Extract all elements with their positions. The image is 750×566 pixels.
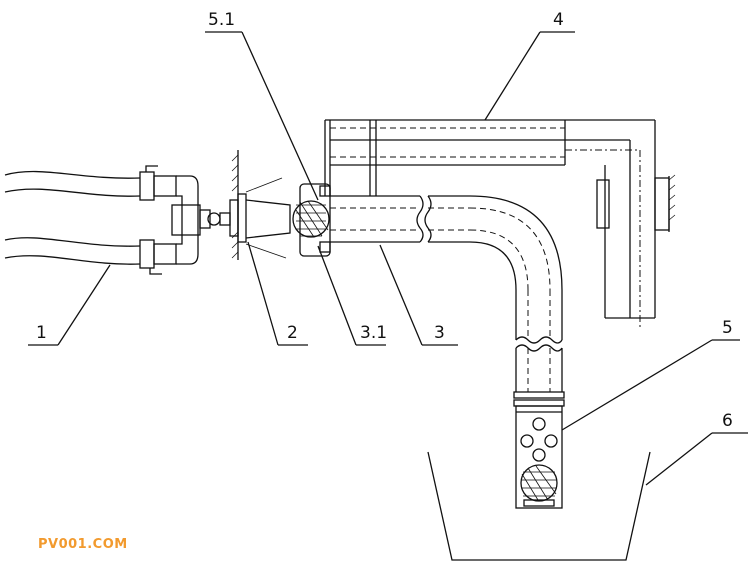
hose-assembly-1 [4,165,231,275]
tank-6 [427,451,651,561]
label-3-1: 3.1 [360,323,387,343]
leader-lines [28,31,748,486]
label-3: 3 [434,323,445,343]
label-6: 6 [722,411,733,431]
label-2: 2 [287,323,298,343]
label-1: 1 [36,323,47,343]
pipe-3 [330,195,565,407]
watermark-text: PV001.COM [38,537,128,552]
nozzle-head-5 [515,405,563,509]
label-5-1: 5.1 [208,10,235,30]
label-5: 5 [722,318,733,338]
label-4: 4 [553,10,564,30]
wall-connector-2 [229,150,291,260]
support-frame-4 [324,119,676,328]
